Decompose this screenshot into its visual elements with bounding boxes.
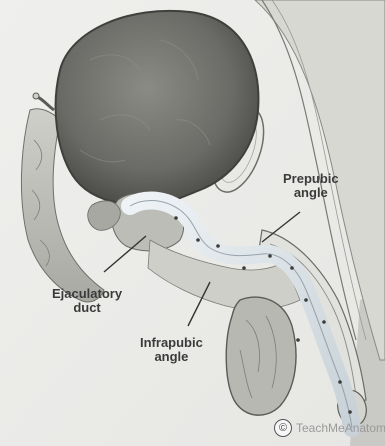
watermark-credit: © TeachMeAnatom xyxy=(274,418,385,438)
catheter-marker xyxy=(296,338,300,342)
catheter-marker xyxy=(216,244,220,248)
catheter-marker xyxy=(290,266,294,270)
catheter-marker xyxy=(196,238,200,242)
catheter-marker xyxy=(304,298,308,302)
ejaculatory-duct-label: Ejaculatory duct xyxy=(52,287,122,315)
prepubic-label-line1: Prepubic xyxy=(283,172,339,186)
catheter-marker xyxy=(174,216,178,220)
catheter-marker xyxy=(268,254,272,258)
prepubic-label-line2: angle xyxy=(283,186,339,200)
catheter-marker xyxy=(348,410,352,414)
catheter-marker xyxy=(242,266,246,270)
ureter-end xyxy=(33,93,39,99)
prepubic-angle-label: Prepubic angle xyxy=(283,172,339,200)
catheter-marker xyxy=(322,320,326,324)
copyright-icon: © xyxy=(274,419,292,437)
infrapubic-label-line2: angle xyxy=(140,350,203,364)
ejaculatory-label-line2: duct xyxy=(52,301,122,315)
infrapubic-label-line1: Infrapubic xyxy=(140,336,203,350)
ejaculatory-label-line1: Ejaculatory xyxy=(52,287,122,301)
testis xyxy=(226,297,296,415)
watermark-text: TeachMeAnatom xyxy=(296,421,385,435)
infrapubic-angle-label: Infrapubic angle xyxy=(140,336,203,364)
catheter-marker xyxy=(338,380,342,384)
